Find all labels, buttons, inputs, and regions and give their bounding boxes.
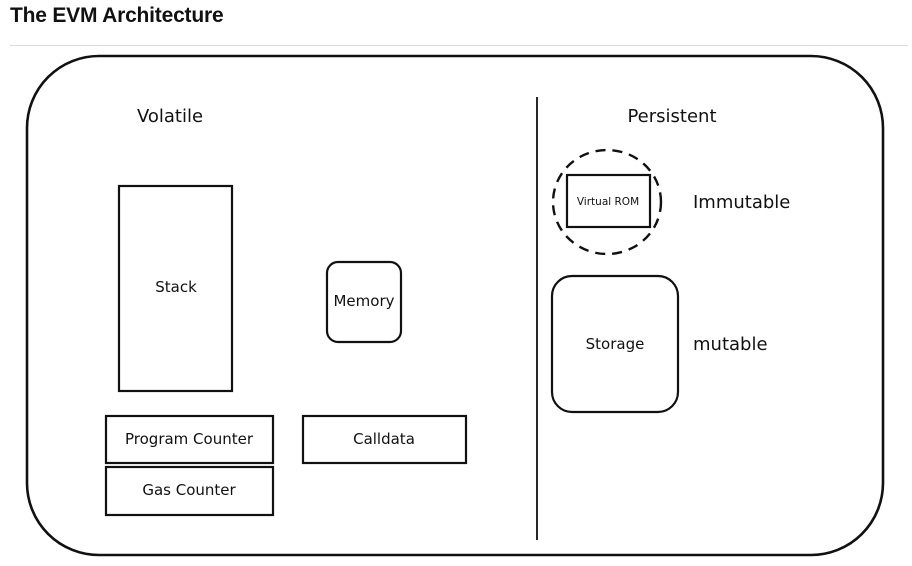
virtual-rom-dashed-circle: [551, 148, 663, 256]
memory-box: [325, 260, 403, 344]
gas-counter-label: Gas Counter: [142, 481, 236, 499]
mutable-label: mutable: [693, 334, 768, 355]
gas-counter-box: [104, 465, 275, 517]
calldata-label: Calldata: [353, 430, 415, 448]
stack-box: [117, 184, 234, 393]
virtual-rom-box: [565, 173, 652, 229]
program-counter-label: Program Counter: [125, 430, 254, 448]
persistent-heading: Persistent: [627, 106, 716, 127]
program-counter-box: [104, 414, 275, 465]
stack-label: Stack: [155, 278, 197, 296]
storage-box: [550, 274, 680, 414]
virtual-rom-label: Virtual ROM: [577, 196, 639, 208]
evm-outer-container: [25, 54, 885, 557]
calldata-box: [301, 414, 468, 465]
immutable-label: Immutable: [693, 192, 790, 213]
memory-label: Memory: [333, 292, 394, 310]
volatile-heading: Volatile: [137, 106, 203, 127]
storage-label: Storage: [586, 335, 645, 353]
page-title: The EVM Architecture: [10, 4, 224, 27]
title-divider: [10, 45, 908, 46]
